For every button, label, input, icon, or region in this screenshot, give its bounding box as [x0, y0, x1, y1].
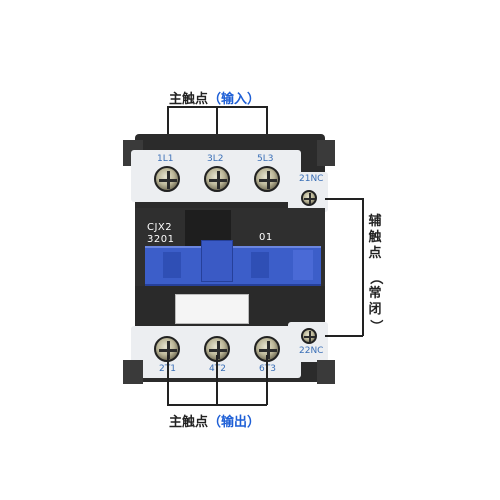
model-line-2: 3201 [147, 234, 175, 245]
bottom-left-tab [123, 360, 143, 384]
aux-top-label: 21NC [299, 174, 324, 184]
bottom-right-tab [317, 360, 335, 384]
aux-top-screw [301, 190, 317, 206]
terminal-label-1l1: 1L1 [157, 154, 174, 164]
aux-contact-label: 辅 触 点 [368, 214, 382, 261]
main-contact-output-label: 主触点（输出） [169, 415, 261, 430]
indicator-window [175, 294, 249, 324]
bottom-bracket-horizontal [167, 404, 267, 406]
model-line-1: CJX2 [147, 222, 173, 233]
contact-code: 01 [259, 232, 273, 243]
blue-slider-notch-4 [293, 250, 313, 280]
main-contact-input-label: 主触点（输入） [169, 92, 261, 107]
blue-slider-notch-1 [163, 252, 181, 278]
blue-slider-notch-3 [251, 252, 269, 278]
bottom-bracket-mid [216, 355, 218, 405]
top-right-tab [317, 140, 335, 166]
terminal-screw-3l2 [204, 166, 230, 192]
terminal-screw-1l1 [154, 166, 180, 192]
aux-bracket-bottom [325, 335, 363, 337]
terminal-screw-5l3 [254, 166, 280, 192]
blue-slider-notch-2 [201, 240, 233, 282]
bottom-bracket-left [167, 355, 169, 405]
terminal-label-5l3: 5L3 [257, 154, 274, 164]
bottom-bracket-right [266, 355, 268, 405]
aux-contact-type-label: （ 常 闭 ） [368, 271, 383, 333]
contactor: 1L1 3L2 5L3 21NC CJX2 3201 01 2T1 4T2 6T… [123, 128, 338, 386]
aux-bracket-top [325, 198, 363, 200]
aux-bracket-vertical [362, 198, 364, 336]
aux-bottom-screw [301, 328, 317, 344]
aux-bottom-label: 22NC [299, 346, 324, 356]
terminal-label-3l2: 3L2 [207, 154, 224, 164]
